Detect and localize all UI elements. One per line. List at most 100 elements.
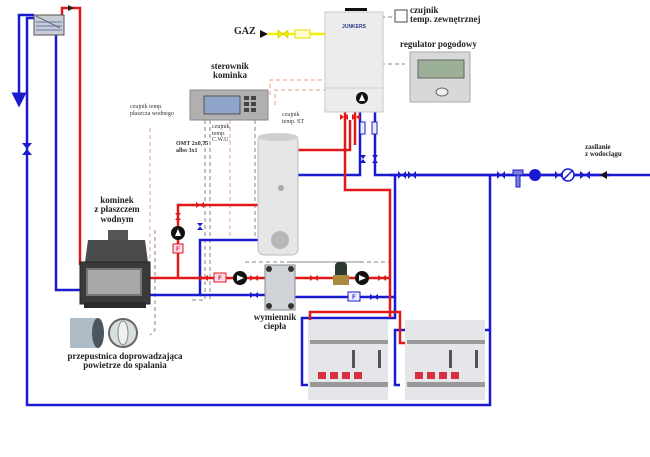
filter-icon: F [213,272,227,283]
pressure-reducer-icon [529,169,541,181]
svg-text:F: F [218,276,222,282]
dhw-sensor-label: czujnik temp. C.W.U. [212,124,230,144]
wire-mixer [245,258,361,263]
wire-controller-boiler-2 [274,89,325,105]
weather-regulator [409,51,471,103]
st-sensor-label: czujnik temp. ST [282,112,304,125]
filter-icon: F [347,291,361,302]
outdoor-sensor-label-line2: temp. zewnętrznej [410,14,481,25]
manifold-1 [308,320,388,400]
omt-label: OMT 2x0,75 albo 3x1 [176,141,208,154]
water-filter-icon [512,169,524,176]
valve-icon [352,114,360,120]
boiler-flow [343,100,392,318]
jacket-sensor-label-line2: płaszcza wodnego [130,110,174,117]
valve-icon [370,294,378,300]
valve-icon [372,155,378,163]
jacket-sensor-label-line1: czujnik temp. [130,104,163,110]
wire-omt [190,120,206,301]
valve-icon [340,114,348,120]
st-sensor-label-line2: temp. ST [282,118,304,125]
wire-damper [149,230,156,336]
svg-text:F: F [352,295,356,301]
expansion-return [25,16,492,407]
gas-arrow-icon [260,30,268,38]
air-damper-label-line2: powietrze do spalania [83,360,167,371]
valve-icon [250,292,258,298]
dhw-sensor-label-line1: czujnik [212,124,230,130]
valve-icon [196,202,204,208]
valve-icon [555,171,563,179]
pump-icon [355,271,369,285]
boiler-return [373,100,650,177]
manifold-2 [405,320,485,400]
water-supply-label-line2: z wodociągu [585,150,622,159]
gas-label: GAZ [234,26,256,37]
dhw-sensor-label-line3: C.W.U. [212,137,230,144]
filter-icon [371,121,378,135]
controller-label: sterownik kominka [195,61,265,81]
fireplace-controller [189,89,269,121]
fireplace-label-line1: kominek [100,195,134,205]
svg-text:F: F [176,247,180,253]
heat-exchanger [264,264,296,311]
outdoor-sensor-label: czujnik temp. zewnętrznej [410,5,481,25]
valve-icon [200,275,208,281]
heat-exchanger-label-line2: ciepła [263,321,287,332]
filter-icon [359,121,366,135]
gas-filter-icon [294,29,311,39]
wire-controller-boiler [269,79,325,95]
heat-exchanger-label-line1: wymiennik [253,312,297,322]
valve-icon [580,171,590,179]
gas-line [260,29,325,39]
valve-icon [175,213,181,220]
expansion-arrow-icon [68,5,74,11]
valve-icon [250,275,258,281]
air-damper-label: przepustnica doprowadzająca powietrze do… [40,351,210,371]
mixing-valve [333,262,349,285]
outdoor-sensor-label-line1: czujnik [410,5,439,15]
water-supply-label-line1: zasilanie [585,143,611,151]
fireplace-label-line3: wodnym [100,213,134,224]
outdoor-sensor [394,9,408,23]
valves [22,114,590,300]
air-damper [70,318,138,348]
dhw-sensor-label-line2: temp. [212,130,226,137]
gas-boiler: JUNKERS [324,8,384,113]
pump-icon [171,226,185,240]
pump-icon [233,271,247,285]
valve-icon [310,275,318,281]
air-damper-label-line1: przepustnica doprowadzająca [67,351,183,361]
controller-label-line1: sterownik [211,61,249,71]
fireplace-label: kominek z płaszczem wodnym [85,195,149,224]
tank-hot [290,120,352,152]
dhw-cylinder [257,133,299,256]
expansion-supply [60,6,82,265]
fireplace-label-line2: z płaszczem [94,204,140,215]
gas-valve-icon [277,29,289,39]
inlet-arrow-icon [600,171,607,179]
jacket-sensor-label: czujnik temp. płaszcza wodnego [130,104,174,117]
boiler-brand: JUNKERS [342,24,367,30]
filter-icon: F [172,243,184,254]
valve-icon [197,223,203,230]
st-sensor-label-line1: czujnik [282,112,300,118]
valve-icon [22,143,32,155]
weather-regulator-label: regulator pogodowy [400,39,477,49]
controller-label-line2: kominka [212,70,247,81]
water-main-fittings [512,168,607,188]
heat-exchanger-label: wymiennik ciepła [245,312,305,332]
omt-label-line2: albo 3x1 [176,147,198,154]
loop-riser [176,203,265,278]
omt-label-line1: OMT 2x0,75 [176,141,209,147]
expansion-tank [33,5,74,36]
valve-icon [398,171,406,179]
valve-icon [360,155,366,163]
expansion-overflow [11,13,34,108]
water-supply-label: zasilanie z wodociągu [585,143,622,159]
valve-icon [378,275,386,281]
fireplace [79,230,151,308]
valve-icon [408,171,416,179]
valve-icon [497,171,505,179]
